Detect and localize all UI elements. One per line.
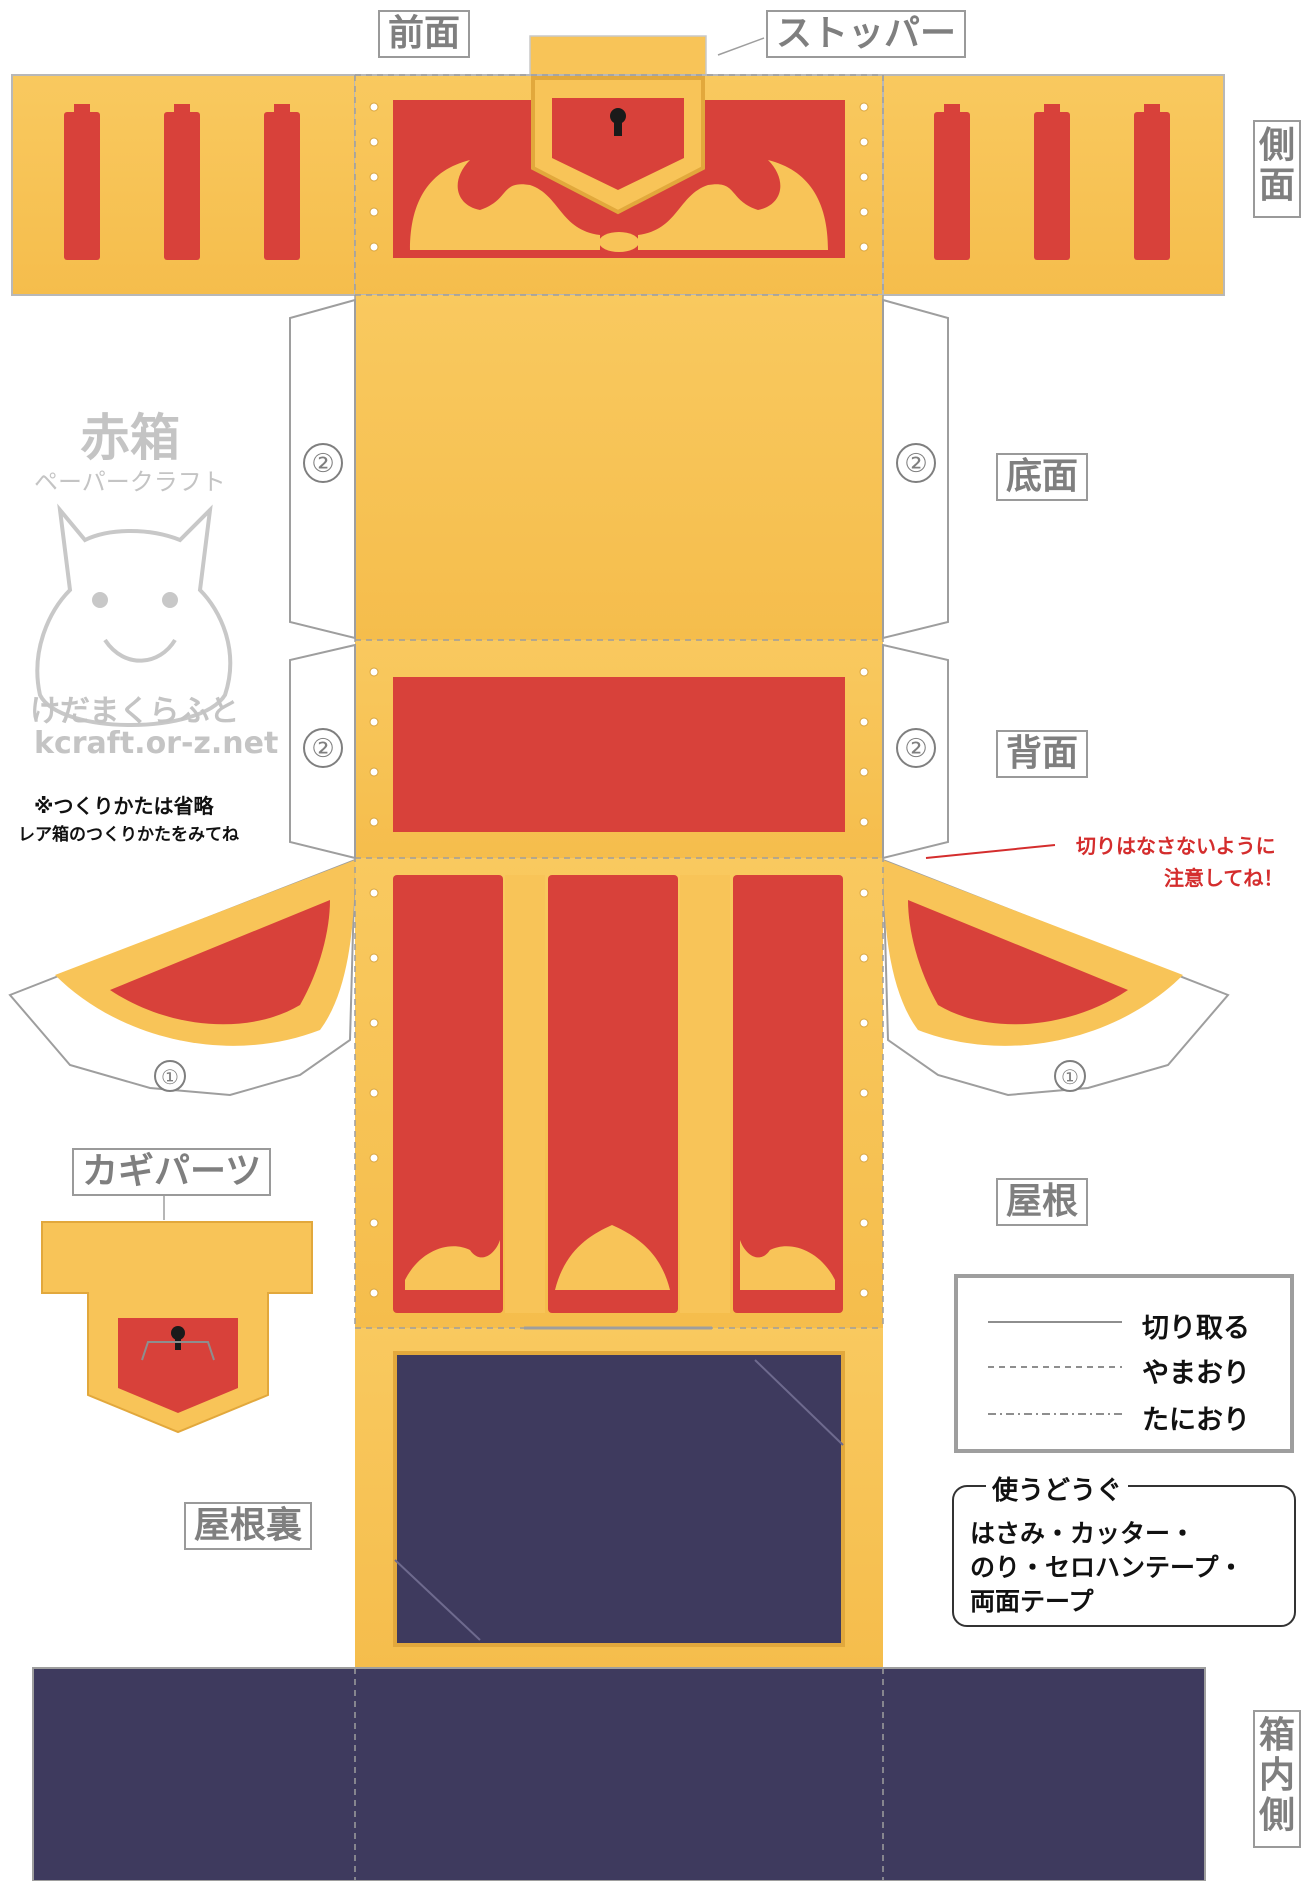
warning-line-1: 切りはなさないように bbox=[1076, 834, 1276, 858]
roof-ornament bbox=[405, 1225, 835, 1290]
roof-fan-left bbox=[8, 858, 357, 1097]
legend-label-mountain-fold: やまおり bbox=[1142, 1358, 1250, 1389]
tab-number-2: ② bbox=[896, 728, 936, 768]
bottom-panel bbox=[355, 295, 883, 640]
side-straps-right bbox=[934, 104, 1170, 260]
legend-label-valley-fold: たにおり bbox=[1142, 1405, 1250, 1436]
brand-note-2: レア箱のつくりかたをみてね bbox=[18, 825, 239, 845]
tab-number-1: ① bbox=[1054, 1060, 1086, 1092]
box-inside-label: 箱内側 bbox=[1253, 1710, 1301, 1848]
brand-note-1: ※つくりかたは省略 bbox=[34, 794, 214, 818]
box-inside-panel bbox=[32, 1667, 1206, 1881]
roof-pillars bbox=[505, 875, 730, 1313]
front-ornament bbox=[410, 160, 828, 252]
brand-name: けだまくらふと bbox=[30, 694, 240, 729]
roof-red-columns bbox=[393, 875, 843, 1313]
roof-label: 屋根 bbox=[996, 1178, 1089, 1226]
side-straps-left bbox=[64, 104, 300, 260]
roof-back-navy bbox=[393, 1351, 845, 1647]
key-part bbox=[41, 1221, 313, 1434]
brand-title: 赤箱 bbox=[80, 409, 180, 467]
roof-studs bbox=[369, 888, 869, 1298]
roof-fan-right bbox=[881, 858, 1230, 1097]
keyhole-icon bbox=[171, 1326, 185, 1340]
bottom-label: 底面 bbox=[996, 453, 1089, 501]
tools-line-1: はさみ・カッター・ bbox=[970, 1519, 1196, 1548]
tools-line-2: のり・セロハンテープ・ bbox=[970, 1553, 1244, 1582]
roof-back-label: 屋根裏 bbox=[184, 1502, 313, 1550]
stopper-label: ストッパー bbox=[766, 10, 967, 58]
back-studs bbox=[369, 667, 869, 827]
tools-title: 使うどうぐ bbox=[986, 1470, 1129, 1507]
back-red-panel bbox=[393, 677, 845, 832]
tab-number-2: ② bbox=[896, 443, 936, 483]
side-label: 側面 bbox=[1253, 120, 1301, 218]
tab-number-1: ① bbox=[154, 1060, 186, 1092]
key-part-label: カギパーツ bbox=[72, 1148, 272, 1196]
back-label: 背面 bbox=[996, 730, 1089, 778]
stopper-tab bbox=[529, 35, 707, 79]
brand-subtitle: ペーパークラフト bbox=[34, 468, 226, 496]
tools-line-3: 両面テープ bbox=[970, 1587, 1094, 1616]
front-label: 前面 bbox=[378, 10, 471, 58]
legend-label-cut: 切り取る bbox=[1142, 1313, 1250, 1344]
front-studs bbox=[369, 102, 869, 252]
mascot-cat-icon bbox=[35, 503, 233, 727]
brand-url: kcraft.or-z.net bbox=[34, 726, 279, 761]
warning-line-2: 注意してね！ bbox=[1164, 866, 1284, 890]
tab-number-2: ② bbox=[303, 728, 343, 768]
legend-box bbox=[954, 1274, 1294, 1453]
tab-number-2: ② bbox=[303, 443, 343, 483]
